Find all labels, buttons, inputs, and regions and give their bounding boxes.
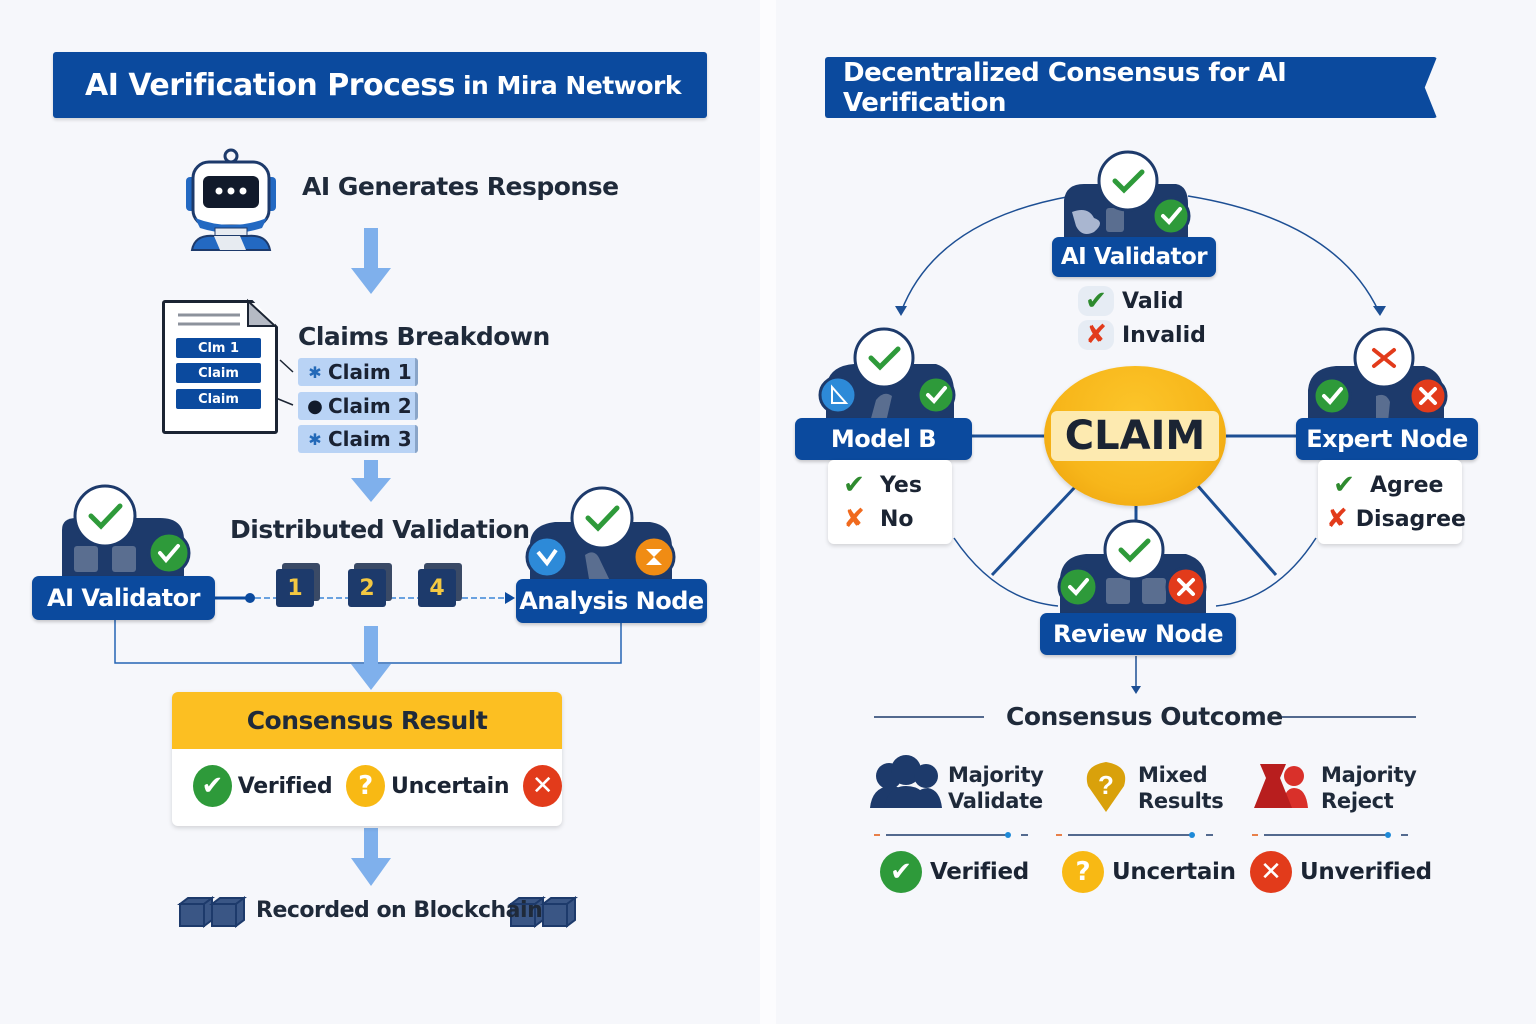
title-suffix: in Mira Network [462,70,681,100]
group-icon [870,755,942,808]
blockchain-cubes-icon [177,896,578,928]
arc-connector [1187,195,1380,313]
status-uncertain: Uncertain [391,773,510,799]
outcome-icons: ? [870,755,1408,838]
down-arrow [351,828,391,886]
claim-item[interactable]: ● Claim 2 [298,392,418,420]
person-icon: ✱ [308,429,322,449]
expert-node-options: ✔Agree ✘Disagree [1318,460,1466,544]
consensus-outcome-heading: Consensus Outcome [1006,702,1283,731]
outcome-divider [874,832,1408,838]
person-icon: ✱ [308,362,322,382]
review-node[interactable]: Review Node [1040,613,1236,655]
step-ai-generates: AI Generates Response [302,172,619,201]
outcome-result-verified: ✔ Verified [880,851,1029,893]
option-disagree: ✘Disagree [1326,504,1466,534]
status-verified: Verified [237,773,333,799]
validator-node-icon [62,484,191,580]
arc-connector [1215,537,1317,607]
ai-validator-node[interactable]: AI Validator [1052,237,1216,277]
check-circle-icon: ✔ [880,851,922,893]
right-title: Decentralized Consensus for AI Verificat… [843,57,1287,118]
outcome-result-uncertain: ? Uncertain [1062,851,1236,893]
block-icon: 1 [276,563,320,607]
x-icon: ✘ [1326,504,1348,534]
review-node-icon [1057,519,1207,616]
expert-node[interactable]: Expert Node [1296,418,1478,460]
document-chip: Claim [176,389,261,409]
option-yes: ✔Yes [836,468,952,502]
reject-group-icon [1254,764,1308,808]
question-circle-icon: ? [346,765,386,807]
option-invalid: ✘Invalid [1078,318,1206,352]
title-main: AI Verification Process [85,67,455,103]
question-circle-icon: ? [1062,851,1104,893]
option-valid: ✔Valid [1078,284,1206,318]
document-chip: Clm 1 [176,338,261,358]
x-icon: ✘ [843,504,865,534]
check-icon: ✔ [1333,470,1355,500]
ai-validator-options: ✔Valid ✘Invalid [1078,284,1206,352]
analysis-node[interactable]: Analysis Node [516,579,707,623]
left-connectors [114,228,622,886]
spoke [1196,485,1278,576]
x-icon: ✘ [1078,320,1114,350]
model-b-options: ✔Yes ✘No [828,460,952,544]
left-panel: AI Verification Process in Mira Network … [0,0,760,1024]
step-distributed-validation: Distributed Validation [230,515,530,544]
arrow-head [505,592,515,604]
claim-item[interactable]: ✱ Claim 1 [298,358,418,386]
x-circle-icon: ✕ [1250,851,1292,893]
option-agree: ✔Agree [1326,468,1462,502]
claim-item[interactable]: ✱ Claim 3 [298,425,418,453]
question-pin-icon: ? [1086,762,1126,812]
svg-text:?: ? [1098,770,1114,800]
down-arrow [351,460,391,502]
panel-divider [760,0,776,1024]
document-chip: Claim [176,363,261,383]
ai-validator-node[interactable]: AI Validator [32,576,215,620]
x-circle-icon: ✕ [523,765,562,807]
consensus-result-card: Consensus Result ✔ Verified ? Uncertain … [172,692,562,826]
outcome-result-unverified: ✕ Unverified [1250,851,1432,893]
check-circle-icon: ✔ [193,765,232,807]
model-b-node-icon [818,327,956,422]
block-icon: 2 [348,563,392,607]
recorded-on-blockchain: Recorded on Blockchain [256,898,543,923]
left-title-banner: AI Verification Process in Mira Network [53,52,707,118]
expert-node-icon [1308,327,1448,422]
step-claims-breakdown: Claims Breakdown [298,322,550,351]
check-icon: ✔ [843,470,865,500]
down-arrow [351,228,391,294]
right-panel: Decentralized Consensus for AI Verificat… [776,0,1536,1024]
dot-icon: ● [307,395,323,417]
connector-dot [245,593,255,603]
model-b-node[interactable]: Model B [795,418,972,460]
down-arrow [351,626,391,690]
right-connectors [874,195,1416,718]
consensus-result-header: Consensus Result [172,692,562,749]
analysis-node-icon [525,486,676,585]
claim-center-node[interactable]: CLAIM [1044,366,1226,506]
right-title-banner: Decentralized Consensus for AI Verificat… [825,57,1437,118]
spoke [990,484,1078,577]
block-icon: 4 [418,563,462,607]
claim-label: CLAIM [1050,411,1220,461]
arc-connector [953,537,1059,607]
ai-validator-node-icon [1064,150,1191,240]
robot-icon [186,148,276,251]
document-fold [178,298,278,327]
check-icon: ✔ [1078,286,1114,316]
option-no: ✘No [836,502,952,536]
arc-connector [900,195,1073,313]
